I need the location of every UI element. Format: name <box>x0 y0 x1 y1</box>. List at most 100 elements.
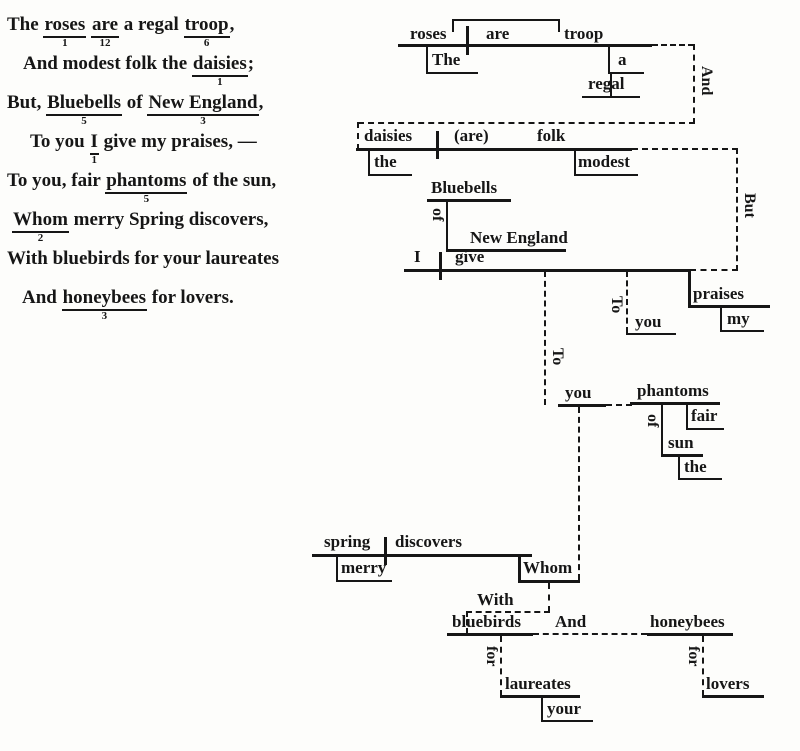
diagram-word-honeybees: honeybees <box>650 612 725 631</box>
bracket-tick-left <box>452 19 454 32</box>
modifier-line <box>582 96 640 98</box>
diagram-word-new-england: New England <box>470 228 568 247</box>
modifier-tick <box>686 405 688 428</box>
rule-number: 3 <box>101 309 108 322</box>
poem-segment: , <box>258 92 264 113</box>
conjunction-connector <box>652 44 694 46</box>
diagram-word-to1: To <box>608 296 625 314</box>
diagram-word-fair: fair <box>691 406 718 425</box>
diagram-word-my: my <box>727 309 750 328</box>
laureates-line <box>500 695 580 698</box>
clause1-subject-verb-divider <box>466 26 469 55</box>
modifier-tick <box>608 47 610 72</box>
object-step <box>518 557 521 583</box>
diagram-word-discovers: discovers <box>395 532 463 551</box>
rule-number: 1 <box>91 153 97 166</box>
poem-word: troop <box>184 14 229 35</box>
conjunction-connector <box>358 122 695 124</box>
rule-number: 5 <box>81 114 87 127</box>
rule-number: 2 <box>37 231 44 244</box>
diagram-word-and2: And <box>555 612 587 631</box>
poem-segment: To you <box>30 131 90 152</box>
praises-line <box>688 305 770 308</box>
poem-segment: merry Spring discovers, <box>68 209 269 230</box>
bluebells-line <box>427 199 511 202</box>
modifier-tick <box>720 308 722 330</box>
with-phrase-connector <box>548 583 550 612</box>
poem-word: New England <box>148 92 258 113</box>
you-line <box>626 333 676 335</box>
preposition-line <box>446 202 448 250</box>
diagram-word-troop: troop <box>564 24 604 43</box>
poem-line-7: With bluebirds for your laureates <box>7 248 327 287</box>
diagram-word-i: I <box>414 247 421 266</box>
inversion-bracket <box>452 19 560 21</box>
object-step <box>688 269 691 308</box>
diagram-word-give: give <box>455 247 485 266</box>
poem-word: honeybees <box>62 287 147 308</box>
phantoms-line <box>630 402 720 405</box>
modifier-line <box>541 720 593 722</box>
clause2-baseline <box>356 148 632 151</box>
diagram-word-bluebells: Bluebells <box>431 178 498 197</box>
diagram-word-but: But <box>741 193 758 218</box>
clause3-subject-verb-divider <box>439 252 442 280</box>
clause4-baseline <box>312 554 532 557</box>
diagram-word-the: The <box>432 50 461 69</box>
diagram-word-your: your <box>547 699 581 718</box>
poem-word: phantoms <box>106 170 187 191</box>
io-connector <box>626 271 628 333</box>
modifier-tick <box>574 151 576 174</box>
diagram-word-with: With <box>477 590 514 609</box>
modifier-line <box>426 72 478 74</box>
diagram-word-modest: modest <box>578 152 630 171</box>
poem-segment: give my praises, — <box>98 131 257 152</box>
modifier-tick <box>541 698 543 720</box>
modifier-line <box>608 72 644 74</box>
rule-number: 3 <box>200 114 206 127</box>
conjunction-connector <box>533 633 647 635</box>
poem-segment: And modest folk the <box>23 53 192 74</box>
diagram-word-laureates: laureates <box>505 674 571 693</box>
poem-segment: But, <box>7 92 47 113</box>
clause4-subject-verb-divider <box>384 537 387 565</box>
modifier-tick <box>368 151 370 174</box>
modifier-tick <box>336 557 338 580</box>
sun-line <box>661 454 703 457</box>
clause2-subject-verb-divider <box>436 131 439 159</box>
preposition-connector <box>500 636 502 696</box>
poem-segment: for lovers. <box>147 287 234 308</box>
poem-segment: , <box>229 14 235 35</box>
poem-segment: of the sun, <box>187 170 277 191</box>
to-phrase-connector <box>544 271 546 405</box>
diagram-word-roses: roses <box>410 24 447 43</box>
conjunction-connector <box>632 148 738 150</box>
poem-segment: The <box>7 14 44 35</box>
diagram-word-sun: sun <box>668 433 694 452</box>
poem-segment: With bluebirds for your laureates <box>7 248 280 269</box>
diagram-word-regal: regal <box>588 74 625 93</box>
diagram-word-a: a <box>618 50 627 69</box>
poem-word: are <box>92 14 119 35</box>
conjunction-connector <box>357 122 359 150</box>
conjunction-connector <box>690 269 738 271</box>
diagram-word-for2: for <box>685 646 702 667</box>
modifier-line <box>678 478 722 480</box>
poem-segment: a regal <box>119 14 184 35</box>
diagram-word-spring: spring <box>324 532 371 551</box>
diagram-word-whom: Whom <box>523 558 573 577</box>
diagram-word-lovers: lovers <box>706 674 750 693</box>
honeybees-line <box>647 633 733 636</box>
preposition-line <box>661 405 663 455</box>
conjunction-connector <box>736 148 738 271</box>
diagram-word-merry: merry <box>341 558 387 577</box>
with-phrase-connector <box>466 611 468 634</box>
conjunction-connector <box>693 44 695 124</box>
